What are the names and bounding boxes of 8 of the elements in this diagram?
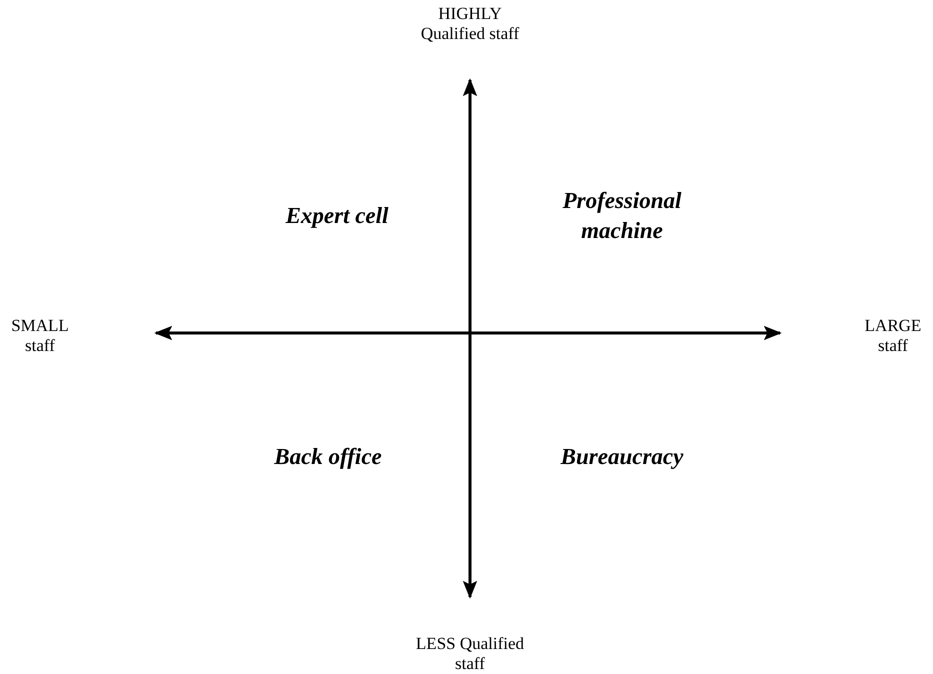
axis-label: SMALL staff [10, 316, 70, 356]
quadrant-label: Back office [273, 443, 383, 471]
axis-label: LARGE staff [864, 316, 922, 356]
quadrant-label: Expert cell [284, 202, 390, 230]
quadrant-label: Bureaucracy [560, 443, 684, 471]
quadrant-label: Professional machine [562, 187, 682, 245]
axis-label: HIGHLY Qualified staff [420, 4, 520, 44]
axis-label: LESS Qualified staff [414, 634, 526, 674]
